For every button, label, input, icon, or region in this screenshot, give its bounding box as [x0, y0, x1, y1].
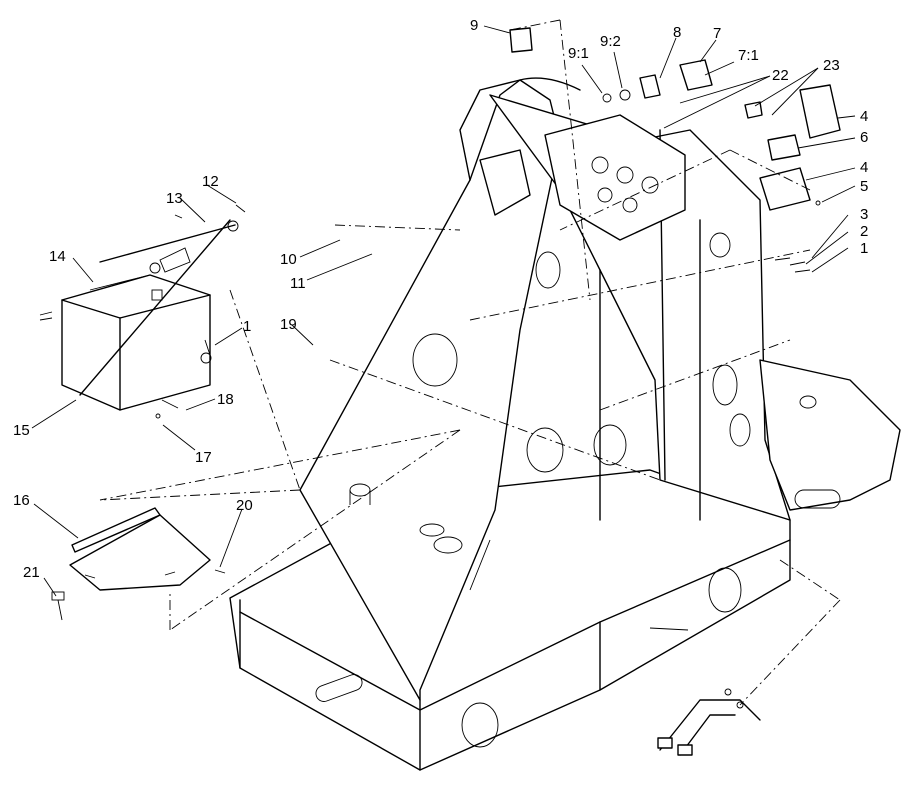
callout-9: 9: [470, 17, 478, 34]
wiring-harness: [649, 627, 761, 756]
callout-14: 14: [49, 248, 66, 265]
callout-22: 22: [772, 67, 789, 84]
battery-tray: [51, 507, 226, 621]
callout-9-2: 9:2: [600, 33, 621, 50]
machine-frame: [229, 79, 901, 771]
callout-12: 12: [202, 173, 219, 190]
assembly-lines: [99, 19, 841, 706]
callout-13: 13: [166, 190, 183, 207]
leader-lines: [31, 25, 856, 597]
callout-1-right: 1: [860, 240, 868, 257]
callout-6: 6: [860, 129, 868, 146]
battery-assembly: [39, 204, 246, 419]
callout-4-upper: 4: [860, 108, 868, 125]
callout-7-1: 7:1: [738, 47, 759, 64]
callout-10: 10: [280, 251, 297, 268]
callout-5: 5: [860, 178, 868, 195]
callout-15: 15: [13, 422, 30, 439]
callout-21: 21: [23, 564, 40, 581]
callout-7: 7: [713, 25, 721, 42]
callout-8: 8: [673, 24, 681, 41]
callout-19: 19: [280, 316, 297, 333]
callout-20: 20: [236, 497, 253, 514]
callout-11: 11: [290, 275, 306, 292]
callout-18: 18: [217, 391, 234, 408]
callout-labels: 9 9:1 9:2 8 7 7:1 22 23 4 6 4 5 3 2 1 10…: [13, 17, 868, 581]
callout-4-lower: 4: [860, 159, 868, 176]
callout-2: 2: [860, 223, 868, 240]
callout-16: 16: [13, 492, 30, 509]
callout-1-left: 1: [243, 318, 251, 335]
relay-components: [509, 27, 841, 273]
callout-23: 23: [823, 57, 840, 74]
callout-9-1: 9:1: [568, 45, 589, 62]
callout-17: 17: [195, 449, 212, 466]
callout-3: 3: [860, 206, 868, 223]
